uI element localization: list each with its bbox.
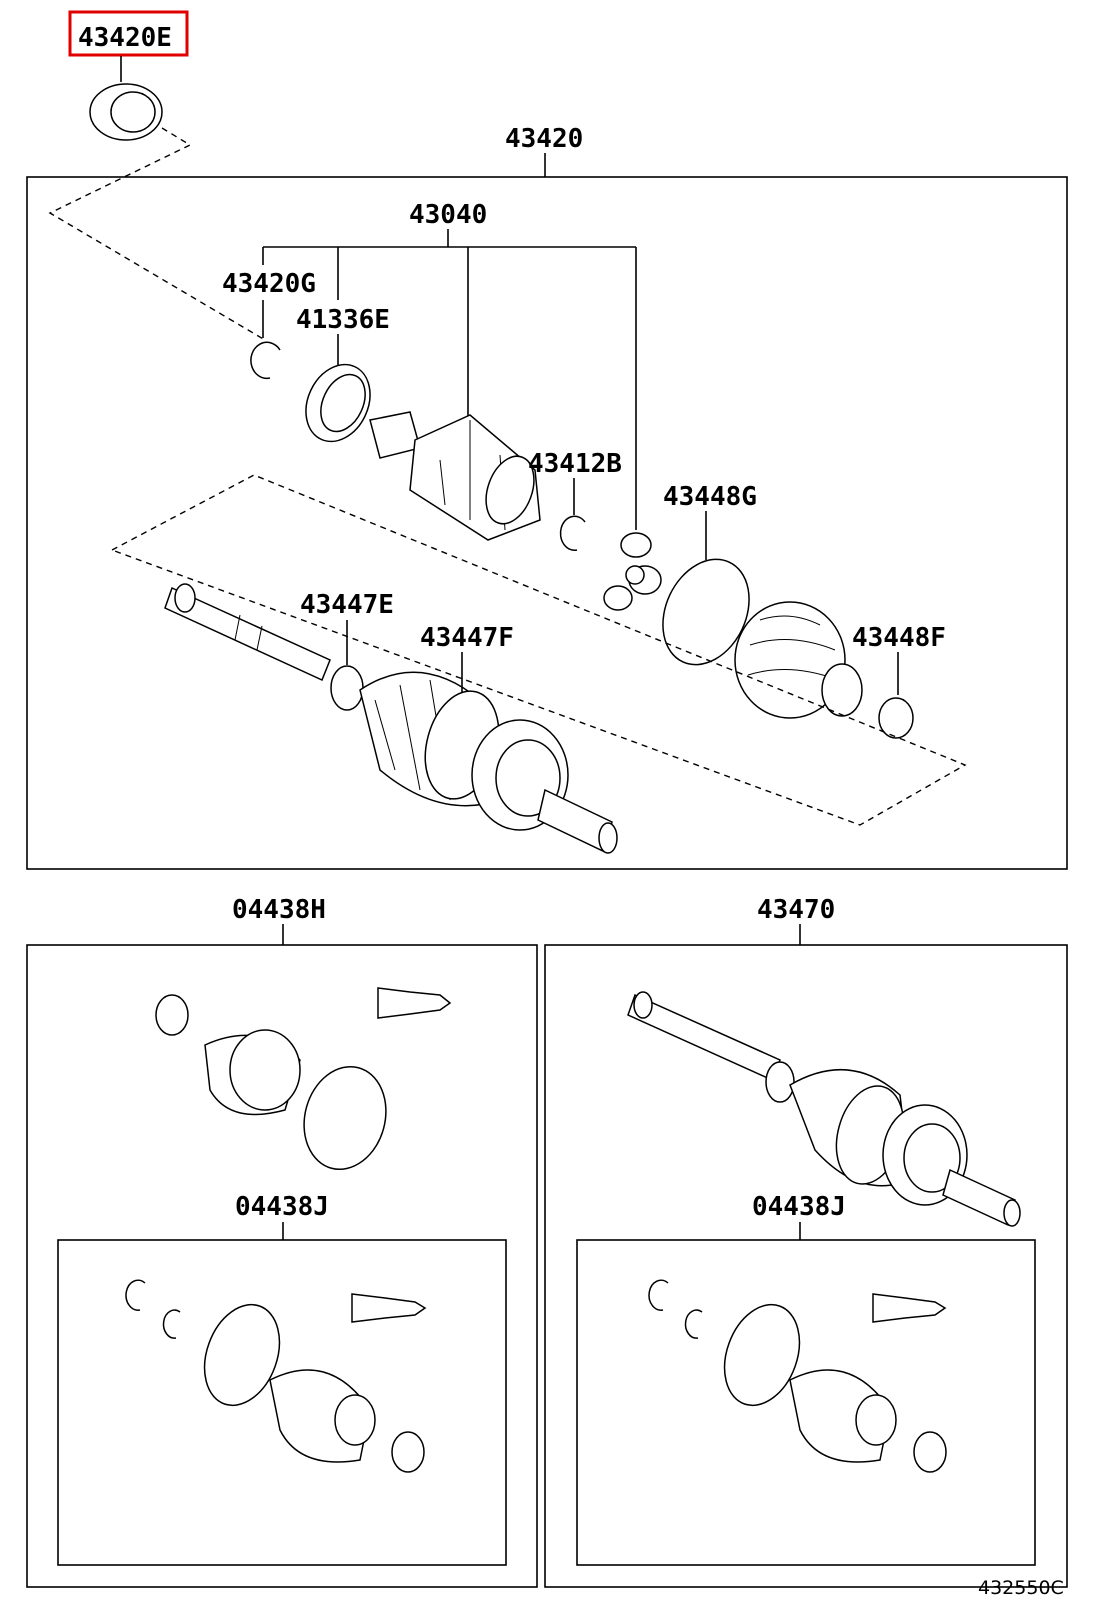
- boot-kit-j-right-parts[interactable]: [648, 1279, 947, 1473]
- assembly-frame-43420: [26, 176, 1068, 870]
- snap-ring-b[interactable]: [559, 515, 586, 552]
- label-43040[interactable]: 43040: [409, 200, 487, 230]
- inner-joint-housing[interactable]: [369, 411, 543, 541]
- boot-kit-j-left-parts[interactable]: [125, 1279, 427, 1473]
- highlight-box: [68, 10, 189, 57]
- oil-seal-e[interactable]: [294, 354, 382, 452]
- label-43448F[interactable]: 43448F: [852, 623, 946, 653]
- boot-kit-frame-04438J-right: [576, 1239, 1036, 1566]
- tripod-joint[interactable]: [603, 532, 662, 611]
- dust-seal-part[interactable]: [89, 83, 163, 141]
- clamp-small-f[interactable]: [878, 697, 914, 739]
- snap-ring-g[interactable]: [250, 341, 281, 380]
- label-43448G[interactable]: 43448G: [663, 482, 757, 512]
- boot-kit-frame-04438H: [26, 944, 538, 1588]
- outer-cv-joint[interactable]: [471, 719, 618, 854]
- label-43447F[interactable]: 43447F: [420, 623, 514, 653]
- label-04438H[interactable]: 04438H: [232, 895, 326, 925]
- boot-kit-h-parts[interactable]: [155, 987, 452, 1179]
- inner-boot[interactable]: [734, 601, 863, 719]
- figure-reference: 432550C: [978, 1577, 1064, 1599]
- label-43412B[interactable]: 43412B: [528, 449, 622, 479]
- shaft-assembly-43470[interactable]: [627, 991, 1021, 1227]
- shaft-frame-43470: [544, 944, 1068, 1588]
- clamp-g[interactable]: [647, 545, 766, 679]
- clamp-e[interactable]: [330, 665, 364, 711]
- label-41336E[interactable]: 41336E: [296, 305, 390, 335]
- label-43420G[interactable]: 43420G: [222, 269, 316, 299]
- label-43420[interactable]: 43420: [505, 124, 583, 154]
- label-43447E[interactable]: 43447E: [300, 590, 394, 620]
- label-43420E[interactable]: 43420E: [78, 23, 172, 53]
- label-43470[interactable]: 43470: [757, 895, 835, 925]
- boot-kit-frame-04438J-left: [57, 1239, 507, 1566]
- label-04438J-left[interactable]: 04438J: [235, 1192, 329, 1222]
- label-04438J-right[interactable]: 04438J: [752, 1192, 846, 1222]
- drive-shaft[interactable]: [164, 583, 331, 682]
